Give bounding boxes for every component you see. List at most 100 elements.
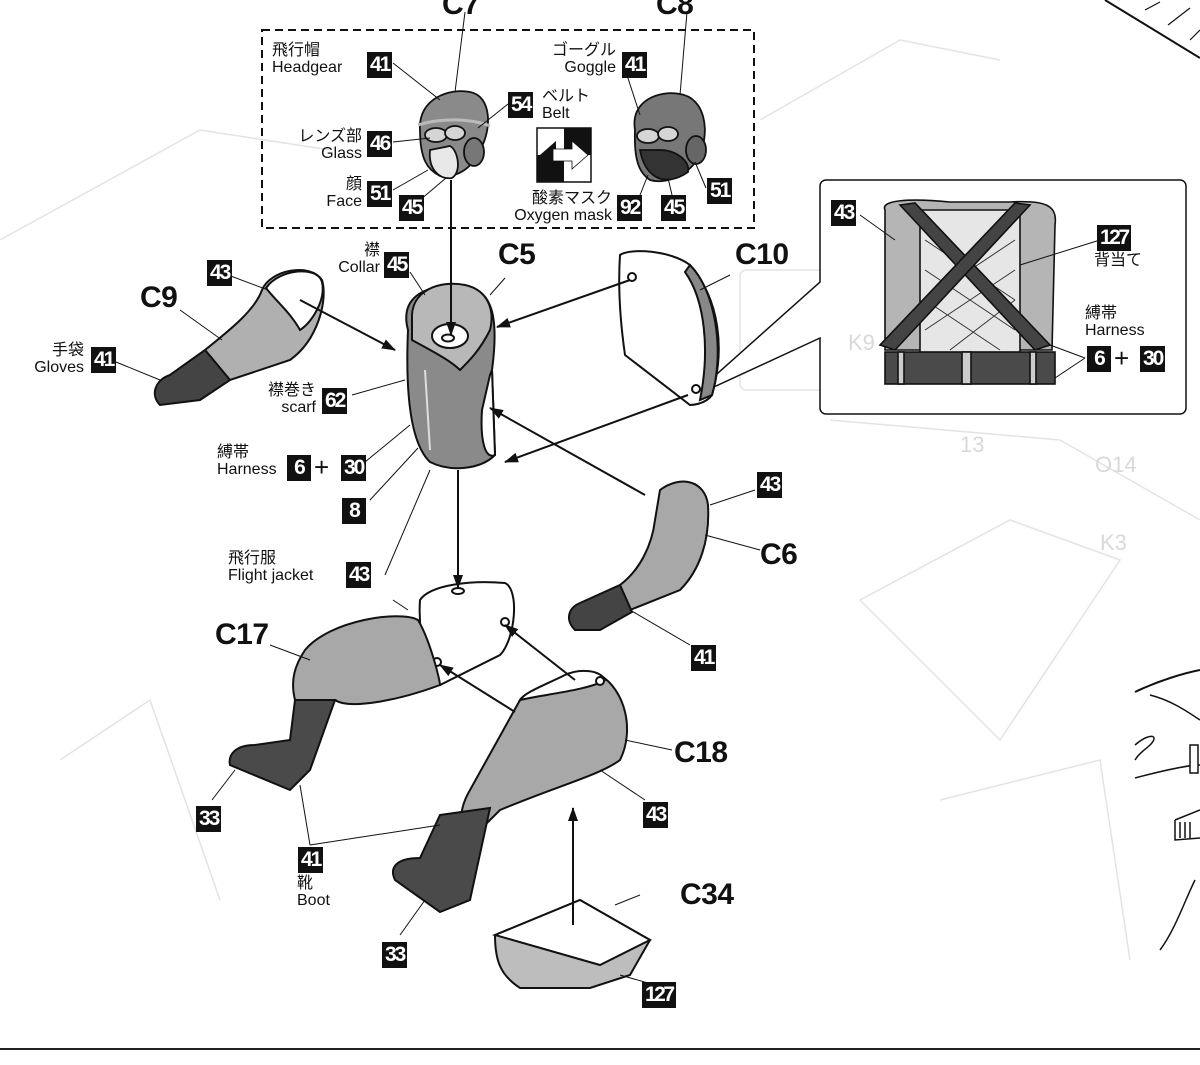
belt-label-jp: ベルト bbox=[542, 88, 591, 105]
goggle-label-en: Goggle bbox=[564, 59, 616, 76]
goggle-label: ゴーグル Goggle bbox=[520, 42, 616, 76]
part-label-c18: C18 bbox=[674, 736, 728, 769]
color-code-left-sole: 33 bbox=[196, 806, 222, 832]
arrow-c18-upper bbox=[504, 624, 576, 681]
arrow-c6-to-torso bbox=[489, 407, 646, 496]
headgear-label: 飛行帽 Headgear bbox=[272, 42, 342, 76]
headgear-label-jp: 飛行帽 bbox=[272, 42, 321, 59]
color-code-left-sleeve: 43 bbox=[207, 260, 233, 286]
oxygen-mask-label: 酸素マスク Oxygen mask bbox=[486, 190, 612, 224]
color-code-scarf: 62 bbox=[322, 388, 348, 414]
color-code-gloves: 41 bbox=[91, 347, 117, 373]
color-code-harness-b: 30 bbox=[341, 455, 367, 481]
flight-jacket-label-jp: 飛行服 bbox=[228, 550, 277, 567]
gloves-label: 手袋 Gloves bbox=[22, 342, 84, 376]
edge-artwork bbox=[1134, 669, 1200, 951]
color-code-right-sole: 33 bbox=[382, 942, 408, 968]
face-label: 顔 Face bbox=[300, 176, 362, 210]
arrow-c10-upper bbox=[496, 279, 631, 328]
color-code-collar: 45 bbox=[384, 252, 410, 278]
scarf-label: 襟巻き scarf bbox=[250, 382, 316, 416]
plus-sign: + bbox=[1114, 343, 1130, 373]
assembly-arrows bbox=[299, 180, 689, 925]
c7-head-drawing bbox=[417, 90, 491, 180]
scarf-label-jp: 襟巻き bbox=[267, 382, 316, 399]
part-label-c9: C9 bbox=[140, 281, 178, 314]
color-code-back-jacket: 43 bbox=[831, 200, 857, 226]
color-code-right-sleeve: 43 bbox=[757, 472, 783, 498]
face-label-jp: 顔 bbox=[345, 176, 362, 193]
belt-label: ベルト Belt bbox=[542, 88, 590, 122]
color-code-c8-51: 51 bbox=[707, 178, 733, 204]
plus-sign: + bbox=[314, 452, 330, 482]
glass-label: レンズ部 Glass bbox=[280, 128, 362, 162]
oxygen-mask-label-jp: 酸素マスク bbox=[531, 190, 612, 207]
part-label-c5: C5 bbox=[498, 238, 536, 271]
color-code-c8-45: 45 bbox=[661, 195, 687, 221]
collar-label: 襟 Collar bbox=[320, 242, 380, 276]
scarf-label-en: scarf bbox=[281, 399, 316, 416]
glass-label-jp: レンズ部 bbox=[298, 128, 362, 145]
color-code-backpad: 127 bbox=[1097, 225, 1131, 251]
color-code-right-glove: 41 bbox=[691, 645, 717, 671]
arrow-c9-to-torso bbox=[299, 299, 396, 351]
flight-jacket-label: 飛行服 Flight jacket bbox=[228, 550, 313, 584]
c10-backpad-drawing bbox=[618, 250, 720, 407]
boot-label: 靴 Boot bbox=[297, 875, 330, 909]
color-code-oxygen-mask: 92 bbox=[617, 195, 643, 221]
c18-right-leg-drawing bbox=[392, 669, 628, 914]
either-or-arrows-icon bbox=[536, 127, 592, 183]
collar-label-jp: 襟 bbox=[363, 242, 380, 259]
harness-label: 縛帯 Harness bbox=[217, 444, 277, 478]
color-code-buckle: 8 bbox=[342, 498, 366, 524]
part-label-c8: C8 bbox=[656, 0, 694, 21]
part-label-c34: C34 bbox=[680, 878, 734, 911]
color-code-c7-45: 45 bbox=[399, 195, 425, 221]
c17-left-leg-drawing bbox=[228, 581, 516, 792]
headgear-label-en: Headgear bbox=[272, 59, 343, 76]
belt-label-en: Belt bbox=[542, 105, 570, 122]
part-label-c6: C6 bbox=[760, 538, 798, 571]
color-code-glass: 46 bbox=[367, 131, 393, 157]
arrow-c10-lower bbox=[504, 394, 689, 463]
color-code-headgear: 41 bbox=[367, 52, 393, 78]
page-bottom-rule bbox=[0, 1048, 1200, 1050]
back-harness-label-en: Harness bbox=[1085, 322, 1145, 339]
color-code-right-trouser: 43 bbox=[643, 802, 669, 828]
color-code-flight-jacket: 43 bbox=[346, 562, 372, 588]
arrow-c18-lower bbox=[439, 664, 516, 713]
goggle-label-jp: ゴーグル bbox=[551, 42, 616, 59]
harness-label-en: Harness bbox=[217, 461, 277, 478]
ghost-label-13: 13 bbox=[960, 432, 985, 457]
part-label-c17: C17 bbox=[215, 618, 269, 651]
head-inset-frame bbox=[261, 29, 755, 229]
color-code-back-harness-b: 30 bbox=[1140, 346, 1166, 372]
color-code-face: 51 bbox=[367, 181, 393, 207]
color-code-boot: 41 bbox=[298, 847, 324, 873]
back-harness-label: 縛帯 Harness bbox=[1085, 305, 1145, 339]
flight-jacket-label-en: Flight jacket bbox=[228, 567, 314, 584]
part-label-c7: C7 bbox=[442, 0, 480, 21]
back-vest-drawing bbox=[878, 199, 1057, 385]
face-label-en: Face bbox=[326, 193, 362, 210]
corner-hatching bbox=[1104, 0, 1200, 59]
ghost-label-k3: K3 bbox=[1100, 530, 1127, 555]
back-harness-label-jp: 縛帯 bbox=[1085, 305, 1118, 322]
color-code-back-harness-a: 6 bbox=[1087, 346, 1111, 372]
c8-head-drawing bbox=[633, 92, 707, 183]
ghost-label-o14: O14 bbox=[1095, 452, 1137, 477]
color-code-harness-a: 6 bbox=[287, 455, 311, 481]
glass-label-en: Glass bbox=[321, 145, 362, 162]
gloves-label-jp: 手袋 bbox=[51, 342, 84, 359]
oxygen-mask-label-en: Oxygen mask bbox=[514, 207, 612, 224]
gloves-label-en: Gloves bbox=[34, 359, 84, 376]
ghost-background bbox=[0, 39, 1200, 961]
collar-label-en: Collar bbox=[338, 259, 380, 276]
ghost-label-k9: K9 bbox=[848, 330, 875, 355]
c9-left-arm-drawing bbox=[153, 268, 325, 407]
color-code-belt: 54 bbox=[508, 92, 534, 118]
boot-label-jp: 靴 bbox=[297, 875, 314, 892]
color-code-goggle: 41 bbox=[622, 52, 648, 78]
backpad-label-jp: 背当て bbox=[1094, 252, 1143, 269]
